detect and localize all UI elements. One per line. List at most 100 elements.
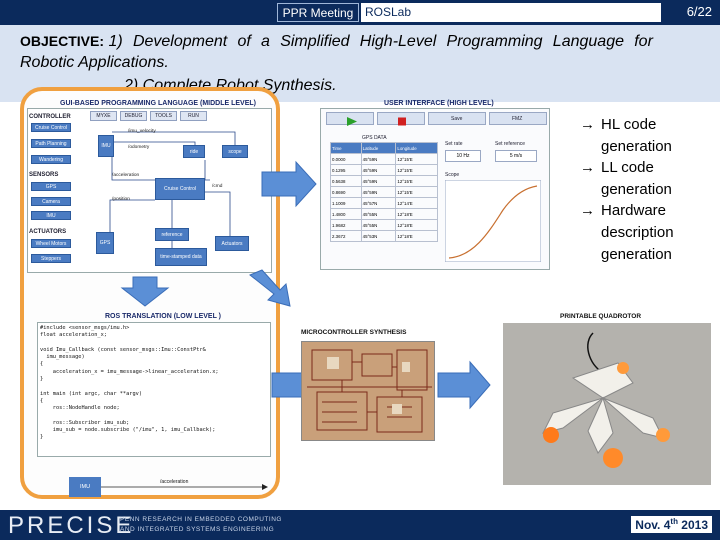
gps-cell: 12°18'E [395,219,438,231]
gui-section-actuators: ACTUATORS [29,229,67,235]
fmz-label: FMZ [512,116,523,122]
gui-item-wandering[interactable]: Wandering [31,155,71,164]
scope-plot [445,180,541,262]
bullet-item: → LL code generation [580,157,711,200]
bullet-text: HL code generation [601,116,672,155]
precise-subtitle-2: AND INTEGRATED SYSTEMS ENGINEERING [120,526,275,533]
header-bar: PPR Meeting ROSLab 6/22 [0,0,720,25]
arrow-right-icon: → [580,159,595,177]
gui-block-scope[interactable]: scope [222,145,248,158]
date-sup: th [670,517,678,526]
gps-cell: 45°55N [360,219,397,231]
footer-bar: PRECISE PENN RESEARCH IN EMBEDDED COMPUT… [0,510,720,540]
page-number: 6/22 [686,4,712,19]
objective-text-1: 1) Development of a Simplified High-Leve… [108,33,653,50]
gps-cell: 45°59N [360,186,397,198]
gps-cell: 0.8690 [330,186,362,198]
gui-tab-myxe[interactable]: MYXE [90,111,117,121]
arrow-right-icon: → [580,116,595,133]
gps-cell: 1.9682 [330,219,362,231]
bullet-item: → HL code generation [580,114,711,157]
meeting-label: PPR Meeting [277,3,359,22]
precise-logo: PRECISE [8,512,135,539]
ros-panel-title: ROS TRANSLATION (LOW LEVEL ) [105,313,222,320]
pcb-image [301,341,435,441]
hl-stop-button[interactable] [377,112,425,126]
gps-title: GPS DATA [362,135,387,141]
play-icon [347,117,357,126]
ros-accel-label: /acceleration [160,479,189,485]
gps-cell: 45°59N [360,153,397,165]
gps-cell: 12°15'E [395,186,438,198]
objective-label: OBJECTIVE: [20,33,105,49]
hl-play-button[interactable] [326,112,374,126]
arrow-to-synthesis-icon [249,269,291,307]
gps-cell: 0.5638 [330,175,362,187]
precise-subtitle-1: PENN RESEARCH IN EMBEDDED COMPUTING [120,516,282,523]
gui-item-wheel-motors[interactable]: Wheel Motors [31,239,71,248]
quadrotor-icon [503,323,711,485]
gps-cell: 12°18'E [395,208,438,220]
gui-item-cruise-control[interactable]: Cruise Control [31,123,71,132]
wire-label-acceleration: /acceleration [112,172,140,178]
hl-save-button[interactable]: Save [428,112,486,125]
gps-cell: 45°55N [360,208,397,220]
micro-synthesis-label: MICROCONTROLLER SYNTHESIS [301,329,407,336]
gps-cell: 1.4800 [330,208,362,220]
gui-block-ride[interactable]: ride [183,145,205,158]
gui-block-gps[interactable]: GPS [96,232,114,254]
pcb-layout-icon [302,342,434,440]
gui-block-cruise-control[interactable]: Cruise Control [155,178,205,200]
gui-item-camera[interactable]: Camera [31,197,71,206]
bullet-list: → HL code generation → LL code generatio… [580,114,711,265]
ros-panel [37,322,271,457]
gui-tab-tools[interactable]: TOOLS [150,111,177,121]
objective-line-1: OBJECTIVE: 1) Development of a Simplifie… [20,33,720,51]
arrow-to-ui-icon [261,160,317,208]
bullet-text: Hardware description generation [601,202,674,263]
wire-label-position: /position [112,196,130,202]
gui-block-time-stamped-data[interactable]: time-stamped data [155,248,207,266]
gui-item-imu[interactable]: IMU [31,211,71,220]
gps-cell: 45°59N [360,175,397,187]
gui-item-gps[interactable]: GPS [31,182,71,191]
gps-cell: 12°14'E [395,197,438,209]
gps-cell: 1.1009 [330,197,362,209]
hl-fmz-button[interactable]: FMZ [489,112,547,125]
scope-label: Scope [445,172,460,178]
gps-cell: 45°57N [360,197,397,209]
gui-item-steppers[interactable]: Steppers [31,254,71,263]
gps-cell: 0.1295 [330,164,362,176]
gps-cell: 12°18'E [395,230,438,242]
gui-block-actuators[interactable]: Actuators [215,236,249,251]
save-label: Save [451,116,463,122]
gps-cell: 45°59N [360,164,397,176]
gui-block-reference[interactable]: reference [155,228,189,241]
set-rate-label: Set rate [445,141,463,147]
bullet-item: → Hardware description generation [580,200,711,265]
gps-cell: 0.0000 [330,153,362,165]
date-label: Nov. 4th 2013 [631,516,712,533]
gui-tab-debug[interactable]: DEBUG [120,111,147,121]
set-rate-input[interactable]: 10 Hz [445,150,481,162]
gps-cell: 12°15'E [395,175,438,187]
set-reference-input[interactable]: 5 m/s [495,150,537,162]
gui-item-path-planning[interactable]: Path Planning [31,139,71,148]
wire-label-cmd: /cmd [212,183,223,189]
gui-tab-run[interactable]: RUN [180,111,207,121]
hl-panel-title: USER INTERFACE (HIGH LEVEL) [384,100,494,107]
wire-label-odometry: /odometry [128,144,150,150]
gps-header-row: Time Latitude Longitude [330,142,438,154]
gui-block-imu[interactable]: IMU [98,135,114,157]
